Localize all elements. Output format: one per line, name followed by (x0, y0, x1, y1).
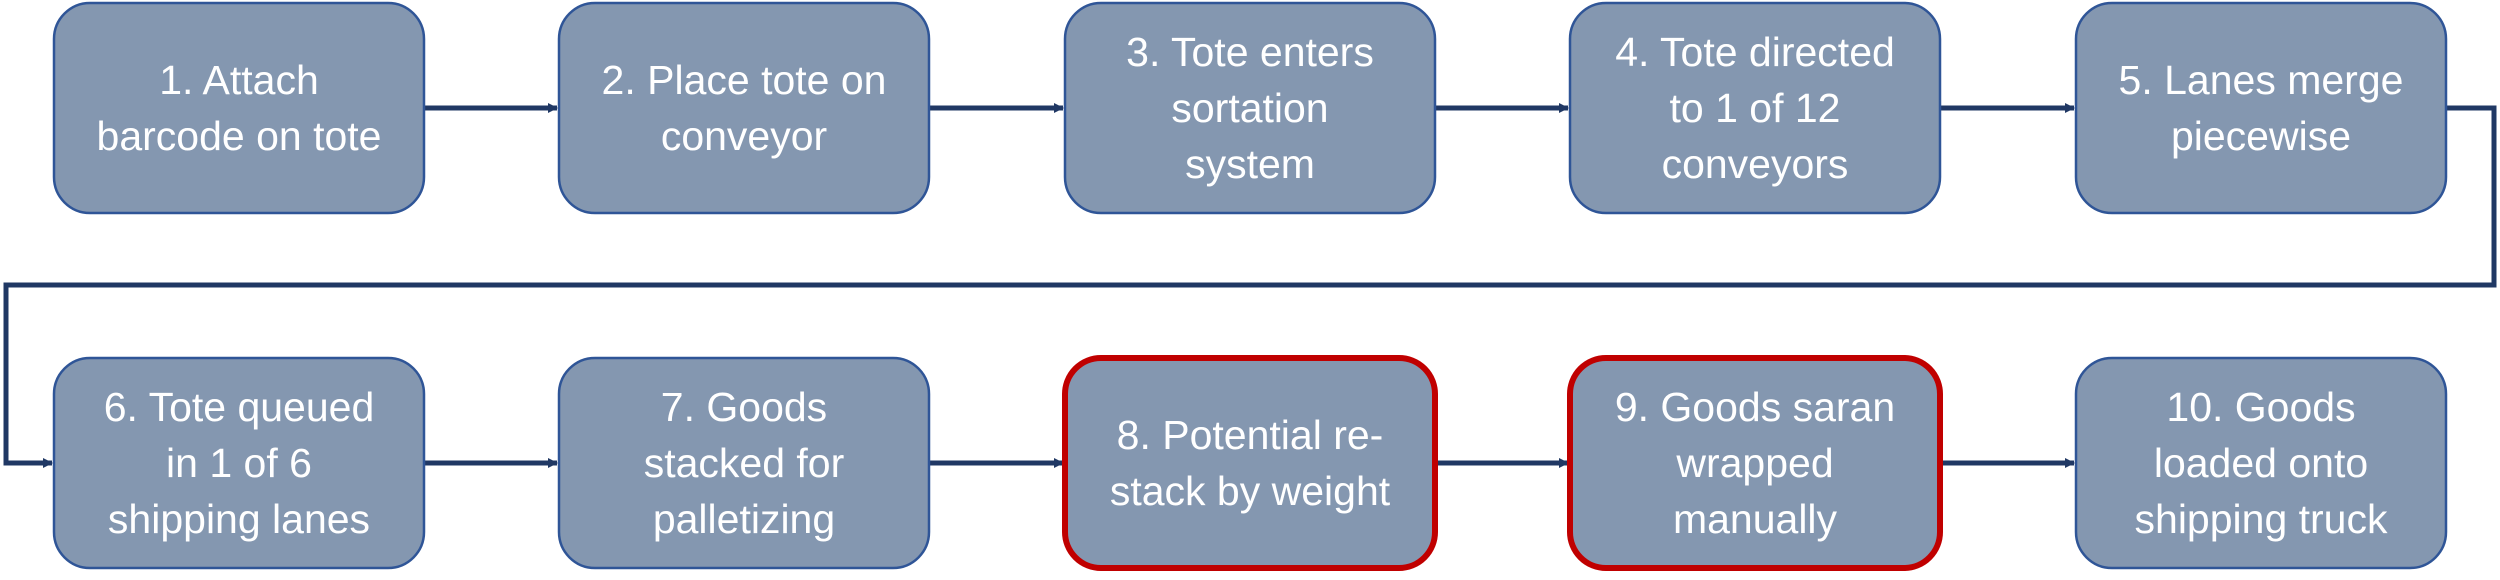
step-10-label: 10. Goods loaded onto shipping truck (2135, 384, 2388, 542)
step-5-label: 5. Lanes merge piecewise (2119, 57, 2404, 159)
step-8-label-line: stack by weight (1110, 468, 1391, 514)
step-6-label: 6. Tote queued in 1 of 6 shipping lanes (104, 384, 375, 542)
step-6-label-line: in 1 of 6 (166, 440, 312, 486)
step-5-label-line: piecewise (2171, 113, 2351, 159)
step-7-label-line: 7. Goods (661, 384, 827, 430)
step-4-label-line: 4. Tote directed (1615, 29, 1895, 75)
step-1-box (52, 1, 426, 215)
step-8-label: 8. Potential re-stack by weight (1110, 412, 1391, 514)
step-9-label-line: wrapped (1675, 440, 1833, 486)
step-4-label-line: to 1 of 12 (1670, 85, 1841, 131)
step-10-label-line: loaded onto (2154, 440, 2368, 486)
step-2-label: 2. Place tote on conveyor (602, 57, 887, 159)
step-4-label: 4. Tote directed to 1 of 12 conveyors (1615, 29, 1895, 187)
step-1: 1. Attach barcode on tote (52, 1, 426, 215)
connectors (3, 103, 2497, 468)
step-5-label-line: 5. Lanes merge (2119, 57, 2404, 103)
connector-arrow-5-to-6 (3, 105, 2497, 468)
step-4-box (1568, 1, 1942, 215)
step-7-label-line: palletizing (653, 496, 835, 542)
step-9: 9. Goods saran wrapped manually (1567, 355, 1943, 571)
step-8-box (1062, 355, 1438, 571)
step-5: 5. Lanes merge piecewise (2074, 1, 2448, 215)
step-3-box (1063, 1, 1437, 215)
step-8: 8. Potential re-stack by weight (1062, 355, 1438, 571)
step-10-label-line: 10. Goods (2166, 384, 2355, 430)
step-8-label-line: 8. Potential re- (1117, 412, 1384, 458)
step-3-label-line: system (1185, 141, 1315, 187)
step-6-box (52, 356, 426, 570)
step-3-label-line: 3. Tote enters (1126, 29, 1374, 75)
process-steps: 1. Attach barcode on tote 2. Place tote on… (52, 1, 2448, 571)
step-2: 2. Place tote on conveyor (557, 1, 931, 215)
step-3-label: 3. Tote enters sortation system (1126, 29, 1374, 187)
step-1-label-line: 1. Attach (159, 57, 319, 103)
step-2-label-line: conveyor (661, 113, 827, 159)
step-6-label-line: shipping lanes (108, 496, 370, 542)
step-7-label: 7. Goods stacked for palletizing (644, 384, 845, 542)
step-2-box (557, 1, 931, 215)
step-6: 6. Tote queued in 1 of 6 shipping lanes (52, 356, 426, 570)
step-3-label-line: sortation (1171, 85, 1328, 131)
step-4-label-line: conveyors (1662, 141, 1849, 187)
step-1-label: 1. Attach barcode on tote (97, 57, 382, 159)
step-1-label-line: barcode on tote (97, 113, 382, 159)
step-10: 10. Goods loaded onto shipping truck (2074, 356, 2448, 570)
step-7-box (557, 356, 931, 570)
step-10-box (2074, 356, 2448, 570)
step-2-label-line: 2. Place tote on (602, 57, 887, 103)
step-9-box (1567, 355, 1943, 571)
step-9-label-line: manually (1673, 496, 1838, 542)
step-6-label-line: 6. Tote queued (104, 384, 375, 430)
step-7-label-line: stacked for (644, 440, 845, 486)
step-3: 3. Tote enters sortation system (1063, 1, 1437, 215)
step-7: 7. Goods stacked for palletizing (557, 356, 931, 570)
step-5-box (2074, 1, 2448, 215)
step-10-label-line: shipping truck (2135, 496, 2388, 542)
step-4: 4. Tote directed to 1 of 12 conveyors (1568, 1, 1942, 215)
step-9-label-line: 9. Goods saran (1615, 384, 1895, 430)
step-9-label: 9. Goods saran wrapped manually (1615, 384, 1895, 542)
